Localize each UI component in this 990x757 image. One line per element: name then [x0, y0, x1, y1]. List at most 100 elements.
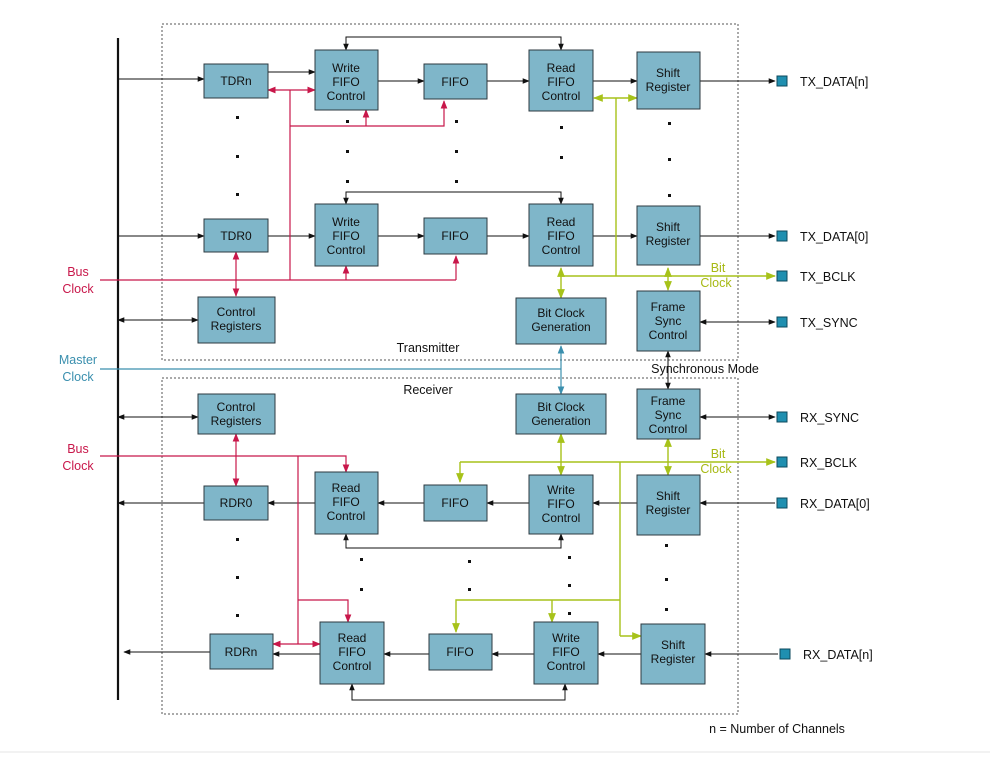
tdr0-block: TDR0 [203, 218, 269, 253]
bus-clock-tx-label-line2: Clock [62, 282, 94, 296]
svg-text:RX_DATA[0]: RX_DATA[0] [800, 497, 870, 511]
transmitter-label: Transmitter [397, 341, 460, 355]
tx-read-fifo-control-0: Read FIFO Control [528, 203, 594, 267]
transmitter-boundary [161, 23, 739, 361]
bus-clock-tx-label-line1: Bus [67, 265, 89, 279]
rx-write-fifo-control-0: Write FIFO Control [528, 474, 594, 535]
pin-tx-data-0: TX_DATA[0] [776, 230, 868, 244]
svg-text:Read: Read [547, 215, 576, 229]
svg-text:Control: Control [542, 89, 581, 103]
svg-text:Shift: Shift [656, 220, 681, 234]
svg-text:FIFO: FIFO [547, 75, 574, 89]
svg-text:FIFO: FIFO [441, 229, 468, 243]
svg-text:Control: Control [542, 511, 581, 525]
svg-text:Generation: Generation [531, 320, 590, 334]
svg-text:TX_BCLK: TX_BCLK [800, 270, 856, 284]
receiver-label: Receiver [403, 383, 452, 397]
svg-text:Read: Read [332, 481, 361, 495]
bit-clock-tx-label-line2: Clock [700, 276, 732, 290]
master-clock-wires [100, 345, 565, 395]
svg-text:Bit Clock: Bit Clock [537, 400, 585, 414]
rx-control-registers: Control Registers [197, 393, 276, 435]
rx-read-fifo-control-0: Read FIFO Control [314, 471, 379, 535]
pin-tx-sync: TX_SYNC [776, 316, 858, 330]
svg-text:FIFO: FIFO [332, 229, 359, 243]
rx-bus-clock-wires [100, 433, 352, 648]
tdrn-block: TDRn [203, 63, 269, 99]
tx-fifo-n: FIFO [423, 63, 488, 100]
svg-text:Control: Control [649, 422, 688, 436]
rx-bit-clock-generation: Bit Clock Generation [515, 393, 607, 435]
rdr0-block: RDR0 [203, 485, 269, 521]
bit-clock-rx-label-line2: Clock [700, 462, 732, 476]
rx-shift-register-0: Shift Register [636, 474, 701, 536]
svg-text:Frame: Frame [651, 394, 686, 408]
svg-text:FIFO: FIFO [441, 75, 468, 89]
master-clock-label-line1: Master [59, 353, 97, 367]
svg-text:Register: Register [651, 652, 696, 666]
svg-text:TX_DATA[0]: TX_DATA[0] [800, 230, 868, 244]
pin-rx-data-0: RX_DATA[0] [776, 497, 870, 511]
svg-text:FIFO: FIFO [338, 645, 365, 659]
bit-clock-rx-label-line1: Bit [711, 447, 726, 461]
svg-text:Control: Control [327, 243, 366, 257]
svg-text:Frame: Frame [651, 300, 686, 314]
svg-text:Register: Register [646, 234, 691, 248]
svg-text:Shift: Shift [656, 489, 681, 503]
svg-text:RDRn: RDRn [225, 645, 258, 659]
svg-text:Write: Write [332, 61, 360, 75]
svg-text:Sync: Sync [655, 314, 682, 328]
rx-write-fifo-control-n: Write FIFO Control [533, 621, 599, 685]
tx-shift-register-n: Shift Register [636, 51, 701, 110]
bus-clock-rx-label-line2: Clock [62, 459, 94, 473]
rdrn-block: RDRn [209, 633, 274, 670]
svg-text:TDR0: TDR0 [220, 229, 252, 243]
svg-text:Read: Read [338, 631, 367, 645]
svg-text:Generation: Generation [531, 414, 590, 428]
svg-text:RX_SYNC: RX_SYNC [800, 411, 859, 425]
rx-frame-sync-control: Frame Sync Control [636, 388, 701, 440]
tx-read-fifo-control-n: Read FIFO Control [528, 49, 594, 112]
bus-clock-rx-label-line1: Bus [67, 442, 89, 456]
svg-text:Control: Control [327, 509, 366, 523]
svg-text:RX_DATA[n]: RX_DATA[n] [803, 648, 873, 662]
svg-text:TX_DATA[n]: TX_DATA[n] [800, 75, 868, 89]
svg-text:Registers: Registers [211, 319, 262, 333]
rx-fifo-0: FIFO [423, 484, 488, 522]
svg-text:RX_BCLK: RX_BCLK [800, 456, 858, 470]
channel-ellipsis-dots [236, 116, 671, 617]
rx-read-fifo-control-n: Read FIFO Control [319, 621, 385, 685]
tx-bit-clock-wires [557, 94, 776, 299]
rx-fifo-n: FIFO [428, 633, 493, 671]
svg-text:TX_SYNC: TX_SYNC [800, 316, 858, 330]
svg-text:FIFO: FIFO [547, 497, 574, 511]
tx-fifo-0: FIFO [423, 217, 488, 255]
svg-text:Registers: Registers [211, 414, 262, 428]
tx-frame-sync-control: Frame Sync Control [636, 290, 701, 352]
svg-text:Shift: Shift [656, 66, 681, 80]
svg-text:FIFO: FIFO [441, 496, 468, 510]
svg-text:FIFO: FIFO [332, 75, 359, 89]
pin-tx-data-n: TX_DATA[n] [776, 75, 868, 89]
receiver-boundary [161, 377, 739, 715]
rx-shift-register-n: Shift Register [640, 623, 706, 685]
svg-text:Shift: Shift [661, 638, 686, 652]
master-clock-label-line2: Clock [62, 370, 94, 384]
svg-text:Control: Control [217, 305, 256, 319]
tx-control-registers: Control Registers [197, 296, 276, 344]
bit-clock-tx-label-line1: Bit [711, 261, 726, 275]
tx-data-wires [117, 36, 776, 390]
svg-text:Write: Write [547, 483, 575, 497]
tx-shift-register-0: Shift Register [636, 205, 701, 266]
svg-text:Register: Register [646, 503, 691, 517]
tx-bit-clock-generation: Bit Clock Generation [515, 297, 607, 345]
svg-text:FIFO: FIFO [547, 229, 574, 243]
svg-text:Register: Register [646, 80, 691, 94]
svg-text:Control: Control [333, 659, 372, 673]
tx-write-fifo-control-n: Write FIFO Control [314, 49, 379, 111]
svg-text:Control: Control [649, 328, 688, 342]
svg-text:TDRn: TDRn [220, 74, 251, 88]
svg-text:Read: Read [547, 61, 576, 75]
rx-data-wires [117, 414, 778, 701]
